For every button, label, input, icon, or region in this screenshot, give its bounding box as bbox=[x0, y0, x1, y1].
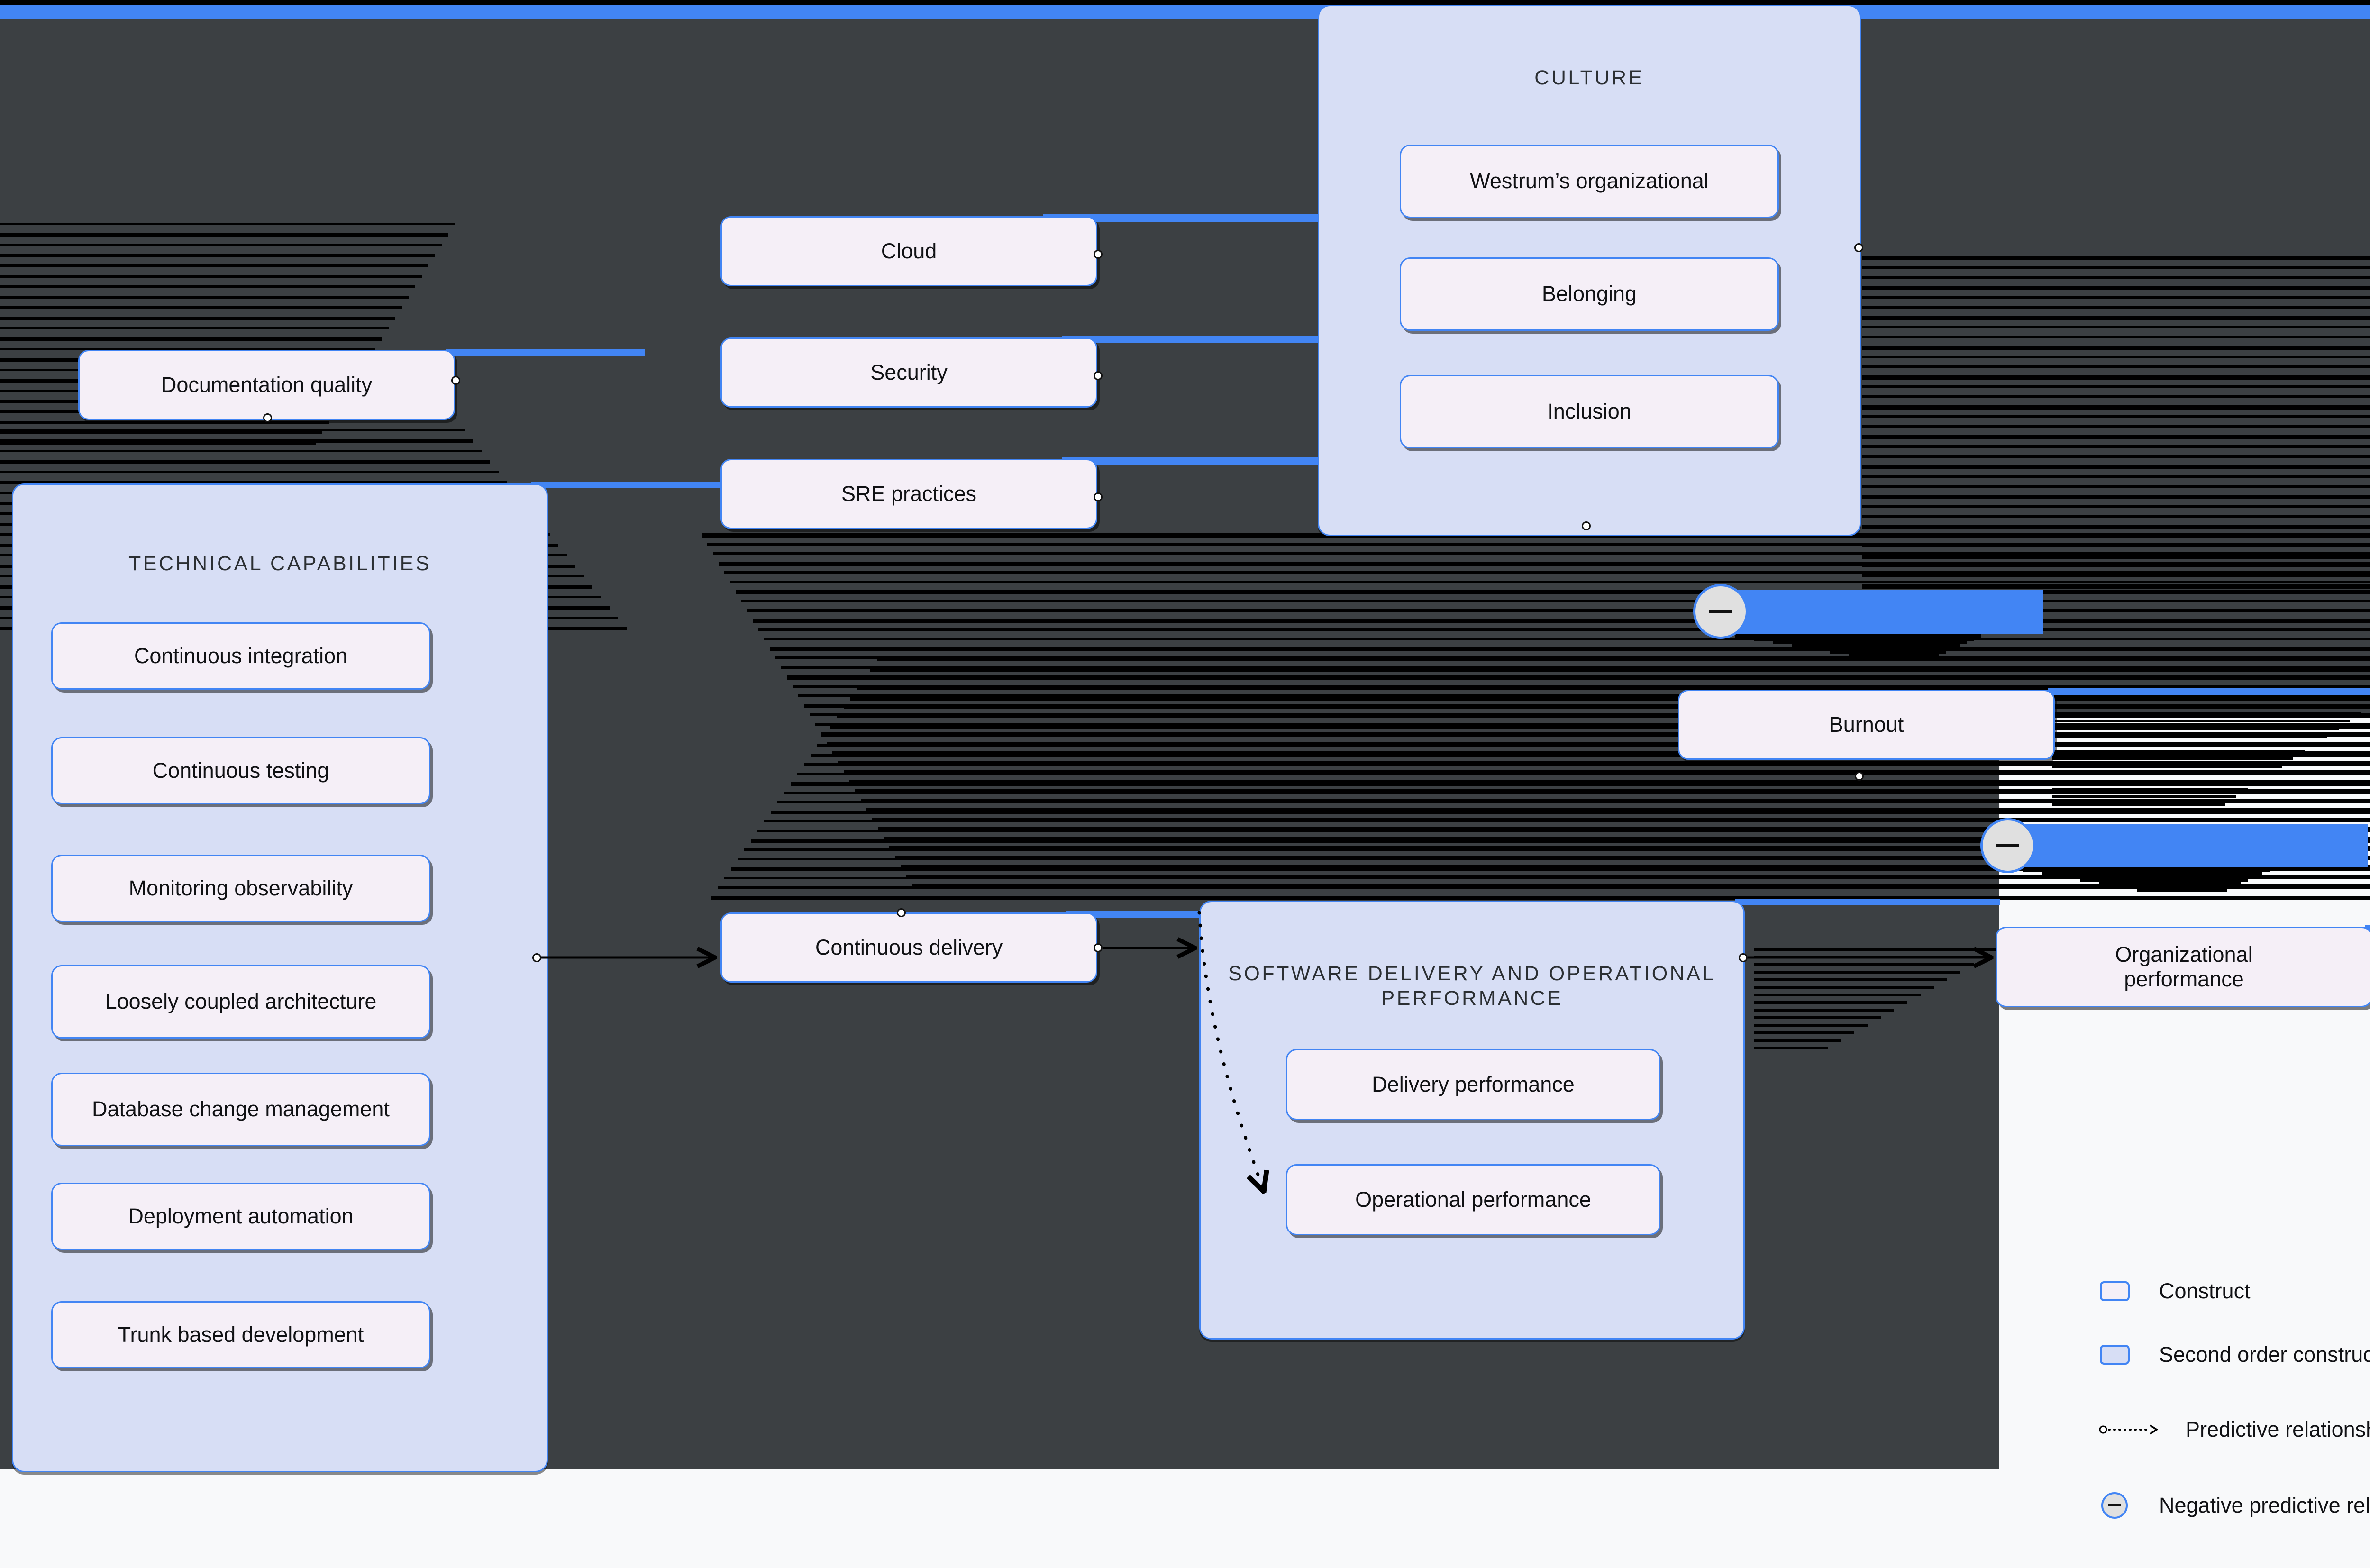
construct-swatch-icon bbox=[2100, 1281, 2130, 1301]
node-label: Delivery performance bbox=[1372, 1072, 1575, 1096]
group-title-software-delivery: SOFTWARE DELIVERY AND OPERATIONAL PERFOR… bbox=[1228, 962, 1716, 1010]
port-technical-capabilities-right[interactable] bbox=[532, 953, 541, 962]
node-label: Westrum’s organizational bbox=[1470, 169, 1709, 193]
port-continuous-delivery-top[interactable] bbox=[897, 908, 906, 917]
legend-item-second-order-construct: Second order construct bbox=[2100, 1342, 2370, 1367]
group-software-delivery-and-operational-performance: SOFTWARE DELIVERY AND OPERATIONAL PERFOR… bbox=[1199, 901, 1745, 1340]
node-inclusion[interactable]: Inclusion bbox=[1400, 375, 1779, 448]
node-documentation-quality[interactable]: Documentation quality bbox=[78, 350, 455, 420]
node-belonging[interactable]: Belonging bbox=[1400, 257, 1779, 331]
group-culture: CULTURE Westrum’s organizational Belongi… bbox=[1318, 5, 1861, 536]
node-security[interactable]: Security bbox=[720, 337, 1097, 408]
group-technical-capabilities: TECHNICAL CAPABILITIES Continuous integr… bbox=[12, 483, 548, 1472]
node-label-line1: Organizational bbox=[2115, 942, 2253, 966]
node-delivery-performance[interactable]: Delivery performance bbox=[1286, 1049, 1660, 1120]
node-label: Security bbox=[870, 360, 948, 384]
node-label-line2: performance bbox=[2124, 967, 2244, 991]
node-continuous-testing[interactable]: Continuous testing bbox=[51, 737, 430, 804]
port-documentation-quality-right[interactable] bbox=[451, 376, 460, 385]
minus-icon bbox=[1996, 844, 2019, 847]
legend-item-construct: Construct bbox=[2100, 1279, 2251, 1304]
group-title-culture: CULTURE bbox=[1534, 66, 1644, 89]
second-order-swatch-icon bbox=[2100, 1345, 2130, 1365]
legend-item-negative-predictive-relationship: Negative predictive relationship bbox=[2101, 1492, 2370, 1519]
node-label: Documentation quality bbox=[161, 372, 373, 397]
node-deployment-automation[interactable]: Deployment automation bbox=[51, 1183, 430, 1250]
dotted-arrow-icon bbox=[2099, 1424, 2159, 1435]
node-label: Database change management bbox=[92, 1097, 390, 1121]
node-label: Continuous delivery bbox=[815, 935, 1003, 959]
port-software-delivery-right[interactable] bbox=[1739, 953, 1748, 962]
node-monitoring-observability[interactable]: Monitoring observability bbox=[51, 855, 430, 922]
node-label: Continuous testing bbox=[152, 758, 329, 783]
minus-badge-burnout-lower[interactable] bbox=[1980, 818, 2035, 873]
node-label: Trunk based development bbox=[118, 1322, 364, 1347]
node-label: Inclusion bbox=[1547, 399, 1632, 424]
port-sre-practices-right[interactable] bbox=[1094, 492, 1103, 501]
node-label: Deployment automation bbox=[128, 1203, 354, 1228]
node-label: Burnout bbox=[1829, 712, 1904, 737]
node-continuous-delivery[interactable]: Continuous delivery bbox=[720, 912, 1097, 983]
node-loosely-coupled-architecture[interactable]: Loosely coupled architecture bbox=[51, 965, 430, 1039]
node-organizational-performance[interactable]: Organizational performance bbox=[1996, 927, 2370, 1007]
node-label: Loosely coupled architecture bbox=[105, 989, 377, 1014]
port-continuous-delivery-right[interactable] bbox=[1094, 943, 1103, 952]
node-operational-performance[interactable]: Operational performance bbox=[1286, 1164, 1660, 1235]
node-sre-practices[interactable]: SRE practices bbox=[720, 459, 1097, 529]
legend-label: Second order construct bbox=[2159, 1342, 2370, 1367]
group-title-technical-capabilities: TECHNICAL CAPABILITIES bbox=[128, 552, 432, 575]
node-westrums-organizational[interactable]: Westrum’s organizational bbox=[1400, 145, 1779, 218]
port-cloud-right[interactable] bbox=[1094, 250, 1103, 259]
port-security-right[interactable] bbox=[1094, 371, 1103, 380]
node-label: Monitoring observability bbox=[128, 875, 353, 900]
port-culture-bottom[interactable] bbox=[1582, 521, 1591, 530]
port-culture-right[interactable] bbox=[1854, 243, 1863, 252]
node-label: Cloud bbox=[881, 238, 937, 263]
node-trunk-based-development[interactable]: Trunk based development bbox=[51, 1301, 430, 1368]
node-continuous-integration[interactable]: Continuous integration bbox=[51, 622, 430, 690]
minus-icon bbox=[1709, 610, 1732, 613]
node-database-change-management[interactable]: Database change management bbox=[51, 1073, 430, 1146]
port-burnout-bottom[interactable] bbox=[1855, 772, 1864, 781]
top-black-band bbox=[0, 0, 2370, 5]
node-burnout[interactable]: Burnout bbox=[1678, 690, 2055, 760]
minus-badge-burnout-upper[interactable] bbox=[1693, 584, 1748, 639]
top-blue-band bbox=[0, 5, 2370, 19]
node-cloud[interactable]: Cloud bbox=[720, 216, 1097, 286]
node-label: SRE practices bbox=[841, 481, 977, 506]
legend-item-predictive-relationship: Predictive relationship bbox=[2099, 1417, 2370, 1442]
node-label: Operational performance bbox=[1355, 1187, 1591, 1212]
minus-circle-icon bbox=[2101, 1492, 2128, 1519]
legend-label: Negative predictive relationship bbox=[2159, 1493, 2370, 1517]
node-label: Belonging bbox=[1541, 282, 1637, 306]
legend-label: Construct bbox=[2159, 1279, 2251, 1303]
port-documentation-quality-bottom[interactable] bbox=[263, 413, 272, 422]
legend-label: Predictive relationship bbox=[2186, 1417, 2370, 1441]
legend-panel: Construct Second order construct Predict… bbox=[1999, 1132, 2370, 1568]
node-label: Continuous integration bbox=[134, 643, 348, 668]
